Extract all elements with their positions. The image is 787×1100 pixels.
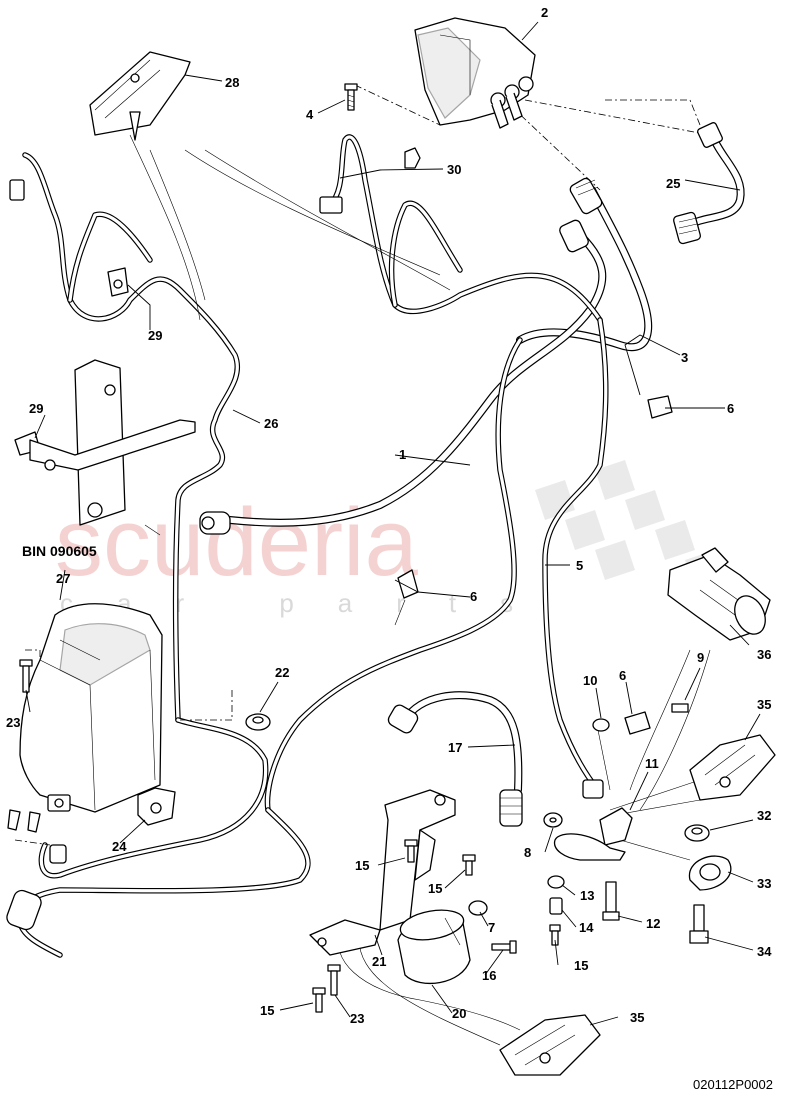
callout-35b: 35 [630,1010,644,1025]
callout-11: 11 [645,756,659,771]
callout-26: 26 [264,416,278,431]
callout-12: 12 [646,916,660,931]
callout-35a: 35 [757,697,771,712]
callout-16: 16 [482,968,496,983]
callout-15b: 15 [428,881,442,896]
leader-lines [25,21,761,1026]
callouts: 2 4 28 30 25 29 3 6 29 26 1 BIN 090605 5… [6,5,772,1026]
callout-30: 30 [447,162,461,177]
callout-14: 14 [579,920,594,935]
part-21-bracket [309,789,456,956]
part-25-connector [673,122,723,245]
line-group [17,134,609,958]
callout-10: 10 [583,673,597,688]
part-33-clamp [688,855,732,891]
callout-3: 3 [681,350,688,365]
callout-4: 4 [306,107,314,122]
part-14-spacer [549,897,563,915]
callout-15c: 15 [574,958,588,973]
callout-15d: 15 [260,1003,274,1018]
watermark: scuderia car parts [55,460,725,618]
part-36-connector [667,547,771,641]
part-6-clips [397,395,673,735]
part-2-unit [414,17,536,129]
callout-1: 1 [399,447,406,462]
callout-29a: 29 [148,328,162,343]
callout-23a: 23 [6,715,20,730]
callout-27: 27 [56,571,70,586]
part-35-holders [499,734,776,1076]
part-32-nut [684,824,710,842]
callout-34: 34 [757,944,772,959]
callout-8: 8 [524,845,531,860]
part-7-clamp [468,900,488,916]
callout-29b: 29 [29,401,43,416]
callout-22: 22 [275,665,289,680]
callout-20: 20 [452,1006,466,1021]
callout-17: 17 [448,740,462,755]
callout-25: 25 [666,176,680,191]
part-34-bolt [689,904,709,944]
part-13-nut [547,875,565,889]
note-bin: BIN 090605 [22,543,97,559]
part-4-bolt [344,83,358,111]
callout-6b: 6 [470,589,477,604]
part-8-washer [543,812,563,828]
callout-2: 2 [541,5,548,20]
callout-6c: 6 [619,668,626,683]
callout-6a: 6 [727,401,734,416]
callout-23b: 23 [350,1011,364,1026]
callout-33: 33 [757,876,771,891]
hose-group [226,131,745,794]
part-12-bolt [602,881,620,921]
part-30-clip [404,147,421,169]
part-22-nut [245,713,271,731]
callout-7: 7 [488,920,495,935]
part-16-screw [491,940,517,954]
part-11-bracket [553,807,633,861]
part-20-filter [397,909,471,985]
connectors [6,177,604,931]
callout-5: 5 [576,558,583,573]
part-27-canister [19,603,163,813]
callout-13: 13 [580,888,594,903]
part-bin-bracket [29,359,196,526]
part-28-bracket [89,51,191,141]
callout-9: 9 [697,650,704,665]
callout-24: 24 [112,839,127,854]
callout-15a: 15 [355,858,369,873]
part-9-screw [671,703,689,713]
callout-36: 36 [757,647,771,662]
callout-21: 21 [372,954,386,969]
part-10-grommet [592,718,610,732]
callout-28: 28 [225,75,239,90]
diagram-reference-code: 020112P0002 [692,1077,773,1092]
part-24-block [137,787,176,826]
part-15-bolts [312,839,561,1013]
callout-32: 32 [757,808,771,823]
